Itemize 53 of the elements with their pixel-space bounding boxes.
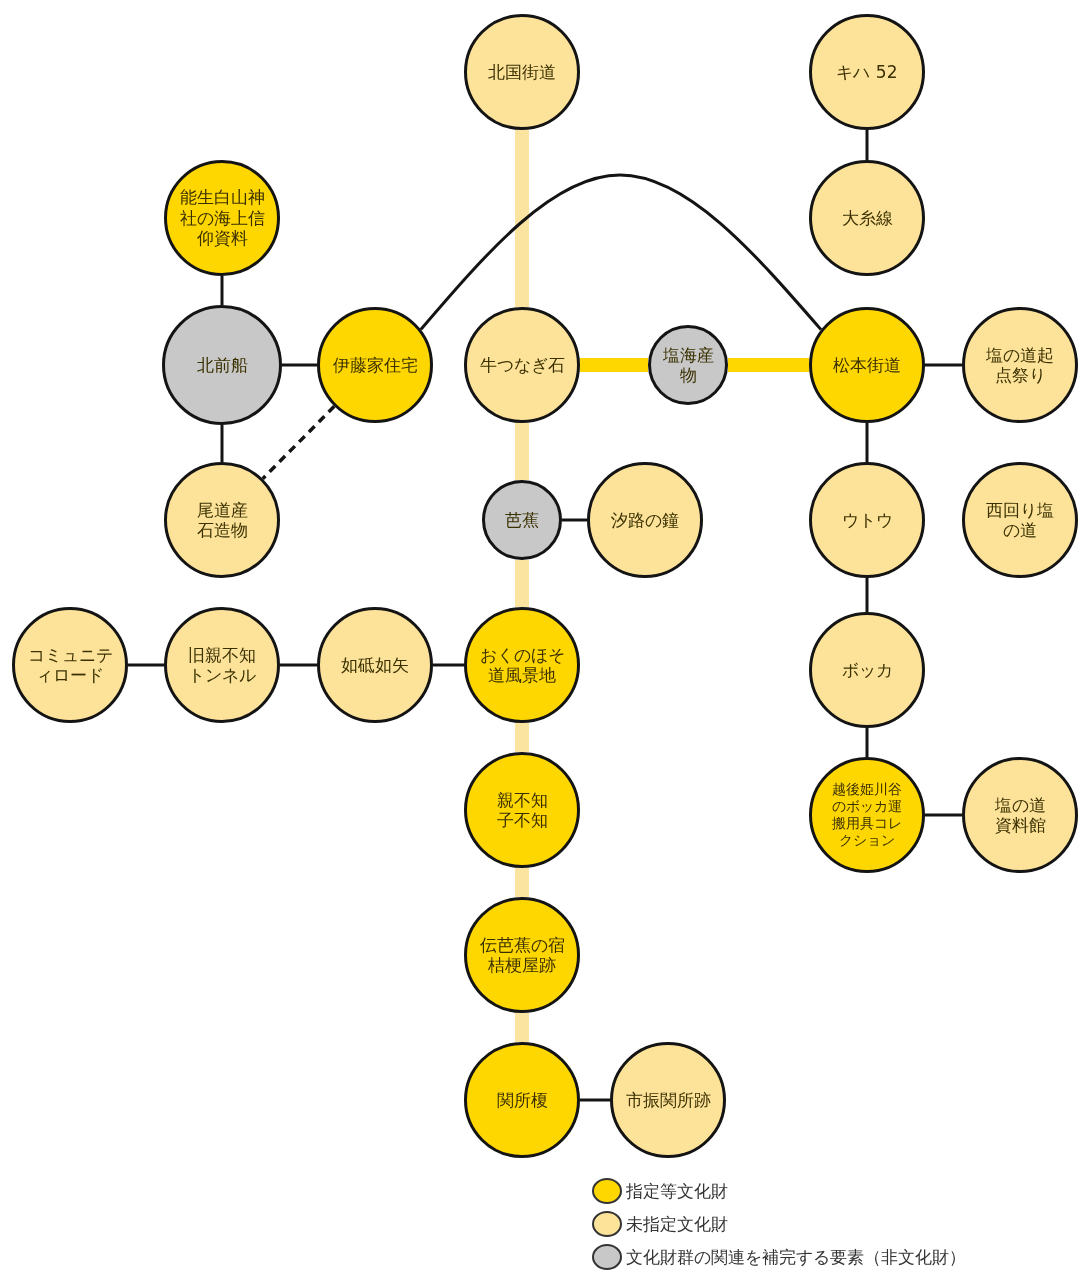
connector-line [925,813,962,817]
node-label: 関所榎 [495,1089,549,1111]
connector-line [220,276,224,305]
node-label: キハ 52 [835,61,899,83]
node-label: 塩の道資料館 [993,794,1047,836]
node-label: コミュニティロード [26,644,114,686]
node-label: おくのほそ道風景地 [478,644,566,686]
node-label: 尾道産石造物 [195,499,249,541]
route-band [515,723,529,752]
node-label: 芭蕉 [504,509,540,531]
node-label: 牛つなぎ石 [478,354,566,376]
route-band [728,358,809,372]
connector-line [865,728,869,757]
node-label: 北国街道 [487,61,557,83]
route-band [515,130,529,307]
connector-line [220,425,224,462]
connector-line [925,363,962,367]
node-label: 北前船 [195,354,249,376]
node-label: 越後姫川谷のボッカ運搬用具コレクション [831,781,903,849]
node-label: 市振関所跡 [624,1089,712,1111]
legend-label: 指定等文化財 [626,1179,728,1203]
connector-line [128,663,164,667]
node-label: 汐路の鐘 [610,509,680,531]
route-band [515,868,529,897]
node-label: 伊藤家住宅 [331,354,419,376]
connector-line [280,663,317,667]
node-label: 能生白山神社の海上信仰資料 [178,187,266,249]
connector-line [419,173,823,331]
node-label: 西回り塩の道 [985,499,1055,541]
node-label: 親不知子不知 [495,789,549,831]
connector-line [865,130,869,160]
route-band [515,1013,529,1042]
legend-label: 文化財群の関連を補完する要素（非文化財） [626,1245,966,1269]
node-label: 大糸線 [840,207,894,229]
connector-line [580,1098,610,1102]
connector-line [865,578,869,612]
dashed-connector [261,405,336,480]
connector-line [562,518,587,522]
connector-line [433,663,464,667]
legend-label: 未指定文化財 [626,1212,728,1236]
node-label: 塩の道起点祭り [985,344,1055,386]
route-band [515,560,529,607]
node-label: ウトウ [840,509,894,531]
route-band [515,423,529,480]
node-label: 塩海産物 [661,344,715,386]
node-label: 如砥如矢 [340,654,410,676]
node-label: 旧親不知トンネル [187,644,257,686]
connector-line [865,423,869,462]
node-label: ボッカ [840,659,894,681]
route-band [580,358,648,372]
node-label: 松本街道 [832,354,902,376]
connector-line [282,363,317,367]
node-label: 伝芭蕉の宿桔梗屋跡 [478,934,566,976]
